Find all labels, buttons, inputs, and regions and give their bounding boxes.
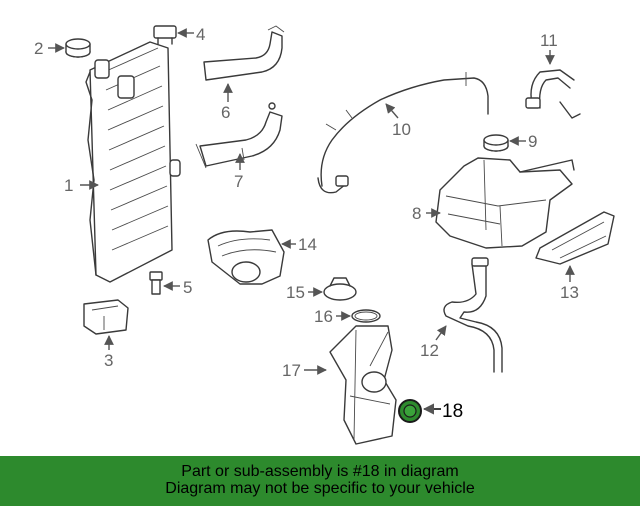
overflow-hose-part — [317, 72, 489, 194]
bolt-part — [149, 271, 163, 295]
shield-part — [535, 211, 615, 265]
upper-hose-part — [203, 25, 285, 81]
bracket-part — [83, 299, 129, 335]
callout-8: 8 — [412, 204, 421, 223]
seal-part-highlighted — [398, 399, 422, 423]
clip-part — [153, 25, 177, 45]
coolant-reservoir-part — [435, 157, 575, 249]
callout-6: 6 — [221, 103, 230, 122]
callout-16: 16 — [314, 307, 333, 326]
callout-7: 7 — [234, 172, 243, 191]
info-banner: Part or sub-assembly is #18 in diagram D… — [0, 456, 640, 506]
callout-11: 11 — [540, 31, 558, 50]
callout-5: 5 — [183, 278, 192, 297]
parts-diagram: 1 2 3 4 6 7 5 — [34, 25, 615, 445]
callout-18: 18 — [442, 401, 463, 422]
o-ring-part — [351, 309, 381, 323]
callout-10: 10 — [392, 120, 411, 139]
callout-12: 12 — [420, 341, 439, 360]
insulator-part — [65, 38, 91, 58]
callout-9: 9 — [528, 132, 537, 151]
banner-line-1: Part or sub-assembly is #18 in diagram — [181, 463, 459, 480]
callout-1: 1 — [64, 176, 73, 195]
banner-line-2: Diagram may not be specific to your vehi… — [165, 480, 475, 497]
reservoir-hose-part — [443, 257, 503, 373]
callout-3: 3 — [104, 351, 113, 370]
callout-17: 17 — [282, 361, 301, 380]
lower-hose-part — [195, 102, 283, 169]
callout-14: 14 — [298, 235, 317, 254]
thermostat-housing-part — [207, 229, 285, 285]
water-outlet-part — [329, 325, 397, 445]
pressure-cap-part — [483, 134, 509, 152]
thermostat-part — [323, 277, 357, 301]
small-hose-part — [525, 69, 581, 119]
callout-4: 4 — [196, 25, 205, 44]
callout-13: 13 — [560, 283, 579, 302]
callout-15: 15 — [286, 283, 305, 302]
radiator-part — [85, 41, 181, 283]
callout-2: 2 — [34, 39, 43, 58]
